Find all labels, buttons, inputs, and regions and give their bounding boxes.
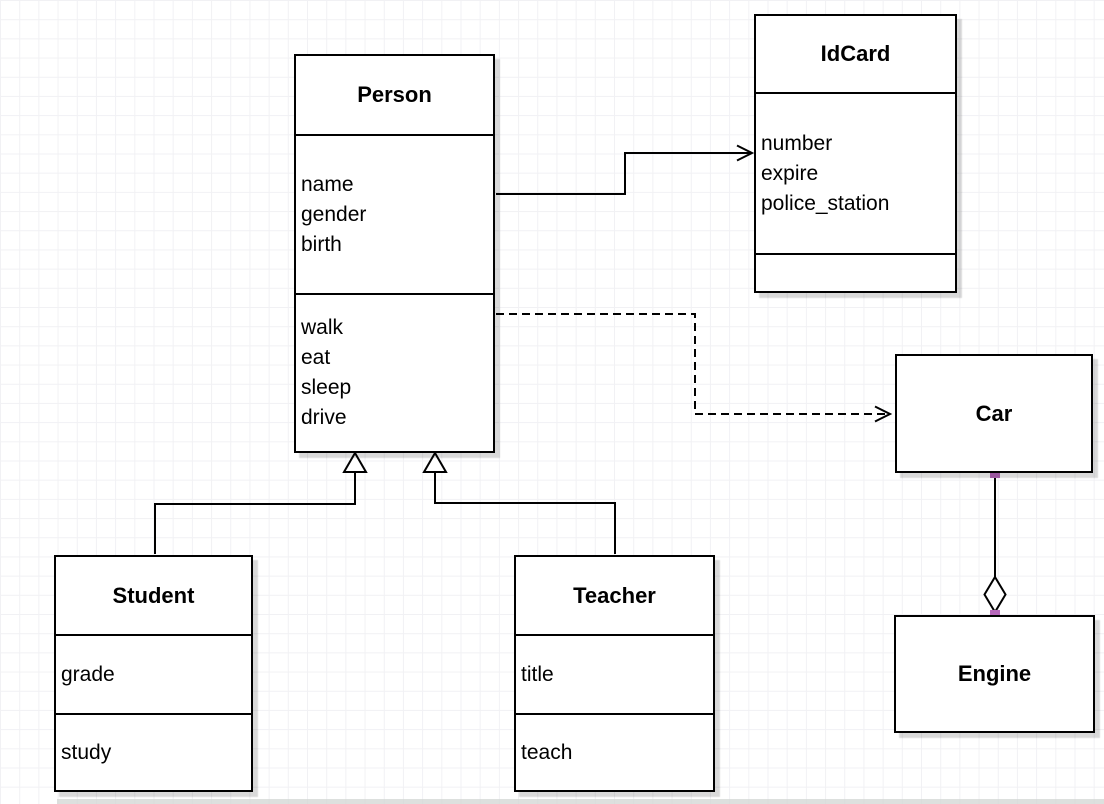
attributes-compartment: title (516, 636, 713, 715)
methods-compartment: teach (516, 715, 713, 790)
connector-generalization-teacher-person[interactable] (422, 451, 616, 554)
attributes-compartment: name gender birth (296, 136, 493, 295)
attribute-item: police_station (761, 191, 890, 215)
connector-association-person-idcard[interactable] (496, 144, 755, 195)
class-box-engine[interactable]: Engine (894, 615, 1095, 733)
method-item: teach (521, 740, 573, 764)
hollow-triangle-arrowhead-icon (422, 451, 448, 473)
attribute-item: birth (301, 232, 342, 256)
method-item: walk (301, 316, 344, 339)
hollow-diamond-arrowhead-icon (983, 575, 1007, 614)
connector-dependency-person-car[interactable] (496, 313, 893, 423)
open-arrowhead-icon (874, 405, 893, 423)
class-title: Teacher (516, 557, 713, 636)
method-item: sleep (301, 376, 352, 399)
attributes-compartment: grade (56, 636, 251, 715)
method-item: drive (301, 406, 347, 429)
class-title: Person (296, 56, 493, 136)
class-title: IdCard (756, 16, 955, 94)
method-item: eat (301, 346, 331, 369)
hollow-triangle-arrowhead-icon (342, 451, 368, 473)
attribute-item: grade (61, 662, 115, 686)
methods-compartment: study (56, 715, 251, 790)
attribute-item: name (301, 172, 354, 196)
class-title: Student (56, 557, 251, 636)
canvas-bottom-edge (57, 799, 1104, 804)
class-box-car[interactable]: Car (895, 354, 1093, 473)
connector-aggregation-car-engine[interactable] (983, 468, 1007, 620)
attribute-item: gender (301, 202, 367, 226)
open-arrowhead-icon (736, 144, 755, 162)
class-box-student[interactable]: Student grade study (54, 555, 253, 792)
class-box-person[interactable]: Person name gender birth walk eat sleep … (294, 54, 495, 453)
attribute-item: title (521, 662, 554, 686)
connector-generalization-student-person[interactable] (154, 451, 368, 554)
class-box-idcard[interactable]: IdCard number expire police_station (754, 14, 957, 293)
class-title: Car (975, 400, 1013, 426)
methods-compartment-empty (756, 255, 955, 291)
method-item: study (61, 740, 112, 764)
class-box-teacher[interactable]: Teacher title teach (514, 555, 715, 792)
attributes-compartment: number expire police_station (756, 94, 955, 255)
methods-compartment: walk eat sleep drive (296, 295, 493, 451)
class-title: Engine (957, 661, 1032, 686)
attribute-item: expire (761, 161, 819, 185)
attribute-item: number (761, 131, 833, 155)
